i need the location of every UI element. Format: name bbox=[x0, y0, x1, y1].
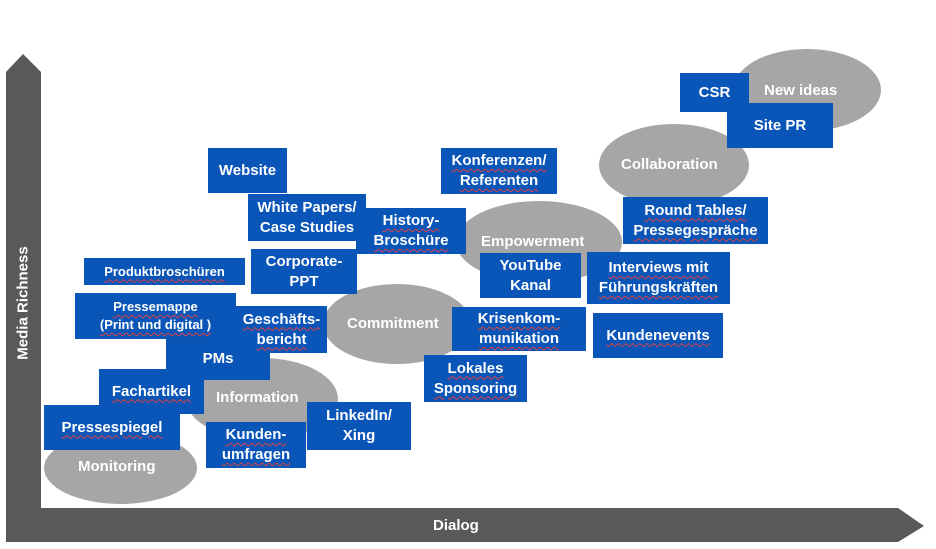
item-site-pr-label: Site PR bbox=[753, 116, 807, 134]
x-axis-label: Dialog bbox=[433, 517, 479, 534]
item-konferenzen-label: Konferenzen/ Referenten bbox=[451, 152, 547, 189]
item-pms-label: PMs bbox=[202, 350, 234, 367]
item-round-tables: Round Tables/ Pressegespräche bbox=[623, 197, 768, 244]
item-pressemappe-label: Pressemappe (Print und digital ) bbox=[99, 299, 212, 332]
item-krisenkommunikation-label: Krisenkom- munikation bbox=[477, 310, 561, 347]
item-csr-label: CSR bbox=[698, 83, 731, 101]
stage-monitoring-label: Monitoring bbox=[78, 458, 156, 475]
stage-empowerment-label: Empowerment bbox=[481, 233, 585, 250]
item-website: Website bbox=[208, 148, 287, 193]
item-fachartikel-label: Fachartikel bbox=[111, 382, 192, 400]
item-corporate-ppt-label: Corporate- PPT bbox=[265, 252, 343, 290]
item-produktbroschueren: Produktbroschüren bbox=[84, 258, 245, 285]
y-axis-label: Media Richness bbox=[14, 246, 32, 360]
item-white-papers: White Papers/ Case Studies bbox=[248, 194, 366, 241]
item-kundenumfragen-label: Kunden- umfragen bbox=[221, 426, 291, 463]
stage-commitment-label: Commitment bbox=[347, 315, 439, 332]
item-pressemappe: Pressemappe (Print und digital ) bbox=[75, 293, 236, 339]
item-site-pr: Site PR bbox=[727, 103, 833, 148]
item-lokales-sponsoring: Lokales Sponsoring bbox=[424, 355, 527, 402]
item-lokales-sponsoring-label: Lokales Sponsoring bbox=[433, 359, 518, 397]
item-kundenevents-label: Kundenevents bbox=[606, 326, 710, 344]
item-produktbroschueren-label: Produktbroschüren bbox=[104, 263, 225, 279]
item-history: History- Broschüre bbox=[356, 208, 466, 254]
y-axis-arrow bbox=[6, 54, 41, 542]
stage-information-label: Information bbox=[216, 389, 299, 406]
item-geschaeftsbericht: Geschäfts- bericht bbox=[236, 306, 327, 353]
item-website-label: Website bbox=[218, 161, 277, 179]
item-white-papers-label: White Papers/ Case Studies bbox=[257, 198, 357, 236]
item-krisenkommunikation: Krisenkom- munikation bbox=[452, 307, 586, 351]
item-youtube: YouTube Kanal bbox=[480, 253, 581, 298]
item-kundenumfragen: Kunden- umfragen bbox=[206, 422, 306, 468]
item-corporate-ppt: Corporate- PPT bbox=[251, 249, 357, 294]
stage-commitment: Commitment bbox=[323, 284, 471, 364]
item-kundenevents: Kundenevents bbox=[593, 313, 723, 358]
item-round-tables-label: Round Tables/ Pressegespräche bbox=[633, 201, 758, 239]
item-youtube-label: YouTube Kanal bbox=[499, 256, 562, 294]
item-konferenzen: Konferenzen/ Referenten bbox=[441, 148, 557, 194]
item-geschaeftsbericht-label: Geschäfts- bericht bbox=[242, 310, 321, 348]
stage-collaboration: Collaboration bbox=[599, 124, 749, 206]
item-pressespiegel-label: Pressespiegel bbox=[61, 418, 163, 436]
item-linkedin: LinkedIn/ Xing bbox=[307, 402, 411, 450]
item-history-label: History- Broschüre bbox=[373, 212, 449, 249]
stage-collaboration-label: Collaboration bbox=[621, 156, 718, 173]
item-interviews: Interviews mit Führungskräften bbox=[587, 252, 730, 304]
item-interviews-label: Interviews mit Führungskräften bbox=[598, 259, 719, 296]
stage-new-ideas-label: New ideas bbox=[764, 82, 838, 99]
item-linkedin-label: LinkedIn/ Xing bbox=[326, 407, 392, 444]
x-axis-arrow bbox=[41, 508, 924, 542]
